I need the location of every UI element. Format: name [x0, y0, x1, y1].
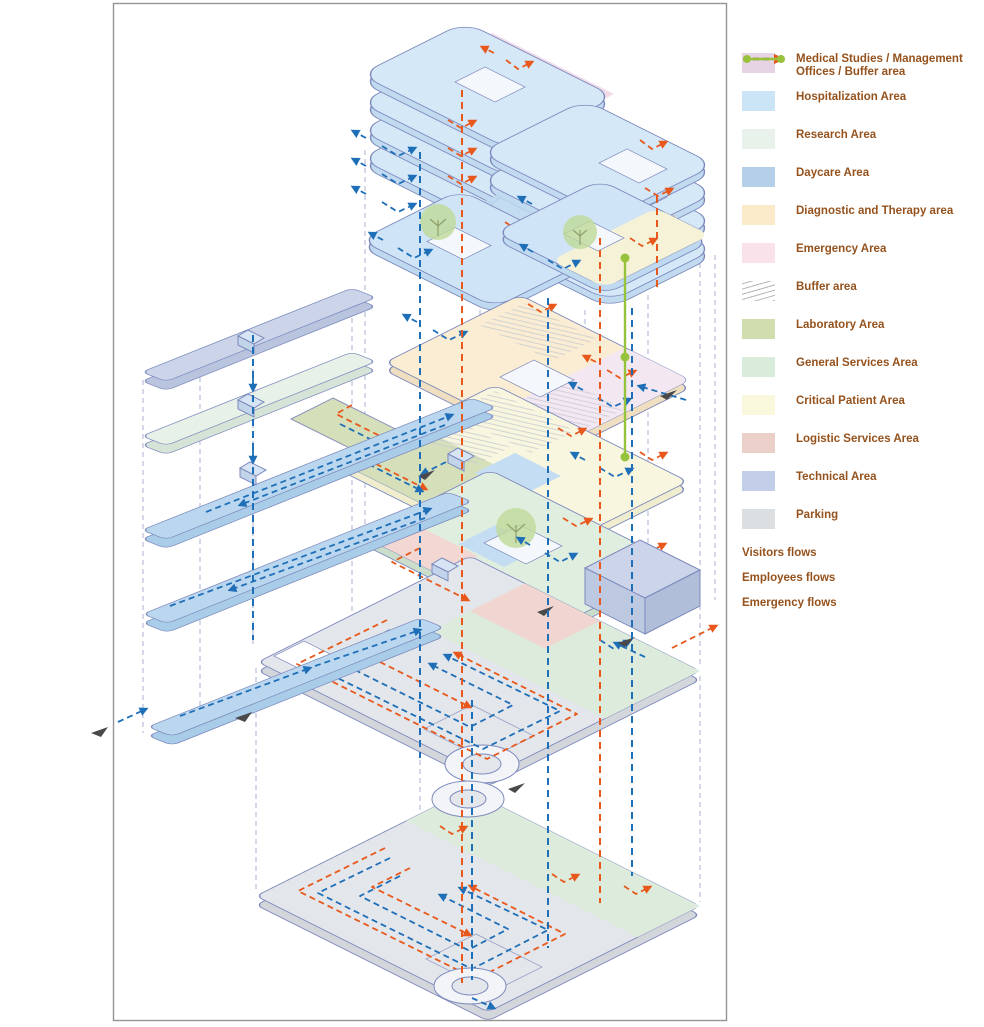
legend-label: Laboratory Area — [796, 319, 885, 331]
legend-label: Technical Area — [796, 471, 877, 483]
entry-flag — [418, 470, 435, 480]
daycare-plate-right — [502, 183, 705, 291]
legend: Medical Studies / Management Offices / B… — [742, 53, 978, 622]
legend-item-parking: Parking — [742, 509, 978, 529]
legend-swatch — [742, 509, 775, 529]
entry-flag — [618, 637, 635, 647]
legend-label: Visitors flows — [742, 547, 817, 559]
emergency-flow-icon — [743, 55, 785, 63]
legend-label: Employees flows — [742, 572, 836, 584]
legend-swatch — [742, 433, 775, 453]
legend-label: Diagnostic and Therapy area — [796, 205, 954, 217]
connector-blocks — [236, 329, 476, 582]
legend-swatch — [742, 471, 775, 491]
entry-flag — [537, 606, 554, 616]
legend-item-technical: Technical Area — [742, 471, 978, 491]
legend-item-research: Research Area — [742, 129, 978, 149]
legend-item-general-services: General Services Area — [742, 357, 978, 377]
entry-flag — [508, 783, 525, 793]
legend-item-diagnostic: Diagnostic and Therapy area — [742, 205, 978, 225]
legend-item-critical-patient: Critical Patient Area — [742, 395, 978, 415]
entry-flag — [91, 727, 108, 737]
legend-label: Emergency Area — [796, 243, 887, 255]
legend-item-emergency-flows: Emergency flows — [742, 55, 978, 609]
emergency-flow-line — [620, 253, 630, 462]
entry-flag — [235, 712, 252, 722]
legend-label: Parking — [796, 509, 839, 521]
legend-label: Research Area — [796, 129, 877, 141]
legend-swatch — [742, 395, 775, 415]
legend-swatch — [742, 167, 775, 187]
legend-item-visitors-flows: Visitors flows — [742, 54, 978, 559]
parking-plate — [258, 780, 700, 1020]
legend-item-employees-flows: Employees flows — [742, 54, 978, 584]
legend-item-buffer: Buffer area — [742, 281, 978, 301]
legend-item-logistic-services: Logistic Services Area — [742, 433, 978, 453]
technical-area-box — [583, 539, 702, 635]
legend-swatch-hatch — [742, 281, 775, 301]
legend-swatch — [742, 357, 775, 377]
legend-swatch — [742, 129, 775, 149]
legend-label: General Services Area — [796, 357, 918, 369]
legend-label: Medical Studies / Management Offices / B… — [796, 53, 963, 78]
legend-label: Emergency flows — [742, 597, 837, 609]
legend-item-laboratory: Laboratory Area — [742, 319, 978, 339]
legend-swatch — [742, 319, 775, 339]
left-slab-stack — [91, 289, 494, 745]
legend-label: Hospitalization Area — [796, 91, 907, 103]
legend-item-daycare: Daycare Area — [742, 167, 978, 187]
daycare-bar-low — [150, 619, 442, 745]
legend-label: Critical Patient Area — [796, 395, 905, 407]
legend-item-hospitalization: Hospitalization Area — [742, 91, 978, 111]
vertical-flow-lines — [419, 90, 658, 983]
legend-swatch — [742, 243, 775, 263]
technical-bar — [144, 289, 374, 390]
legend-item-emergency: Emergency Area — [742, 243, 978, 263]
legend-swatch — [742, 91, 775, 111]
legend-swatch — [742, 205, 775, 225]
legend-label: Buffer area — [796, 281, 857, 293]
entry-flag — [660, 390, 677, 400]
legend-label: Logistic Services Area — [796, 433, 919, 445]
legend-label: Daycare Area — [796, 167, 870, 179]
